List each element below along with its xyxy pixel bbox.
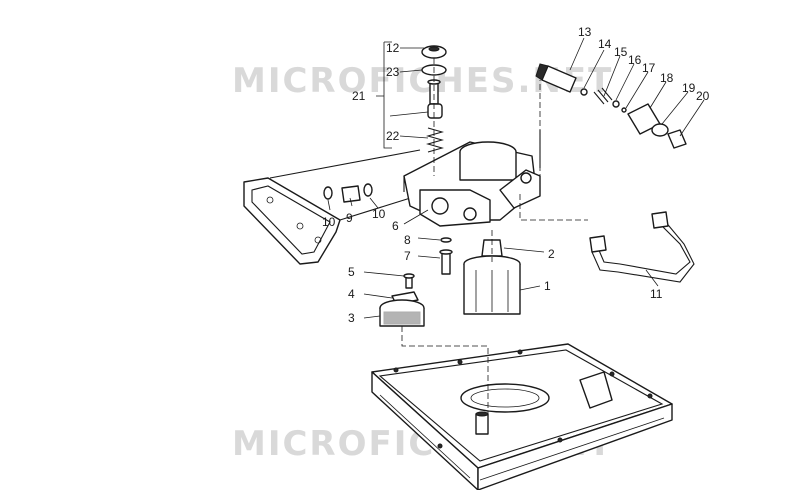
callout-20: 20 <box>696 89 710 103</box>
callout-4: 4 <box>348 287 355 301</box>
callout-23: 23 <box>386 65 400 79</box>
callout-10-left: 10 <box>322 215 336 229</box>
alignment-lines <box>401 58 588 414</box>
fittings-9-10 <box>323 183 373 203</box>
callout-18: 18 <box>660 71 674 85</box>
callout-3: 3 <box>348 311 355 325</box>
callout-13: 13 <box>578 25 592 39</box>
callout-22: 22 <box>386 129 400 143</box>
callout-8: 8 <box>404 233 411 247</box>
callout-5: 5 <box>348 265 355 279</box>
sump-gasket <box>243 149 421 265</box>
pressure-sender-assembly <box>535 63 687 149</box>
oil-pump-body <box>403 130 541 227</box>
leader-lines <box>327 37 705 319</box>
callout-6: 6 <box>392 219 399 233</box>
oil-sump-pan <box>371 343 673 490</box>
callout-1: 1 <box>544 279 551 293</box>
callout-11: 11 <box>650 287 663 301</box>
bolt-washer-7-8 <box>439 237 453 275</box>
oil-pipe <box>589 211 695 283</box>
callout-21: 21 <box>352 89 366 103</box>
callout-12: 12 <box>386 41 400 55</box>
callout-19: 19 <box>682 81 696 95</box>
callout-17: 17 <box>642 61 656 75</box>
callout-16: 16 <box>628 53 642 67</box>
callout-labels: 12 23 21 22 13 14 15 16 17 18 19 20 10 9… <box>322 25 710 325</box>
callout-9: 9 <box>346 211 353 225</box>
callout-7: 7 <box>404 249 411 263</box>
callout-2: 2 <box>548 247 555 261</box>
callout-10-right: 10 <box>372 207 386 221</box>
strainer-3-4-5 <box>379 273 425 327</box>
callout-15: 15 <box>614 45 628 59</box>
callout-14: 14 <box>598 37 612 51</box>
oil-filter <box>463 239 521 315</box>
